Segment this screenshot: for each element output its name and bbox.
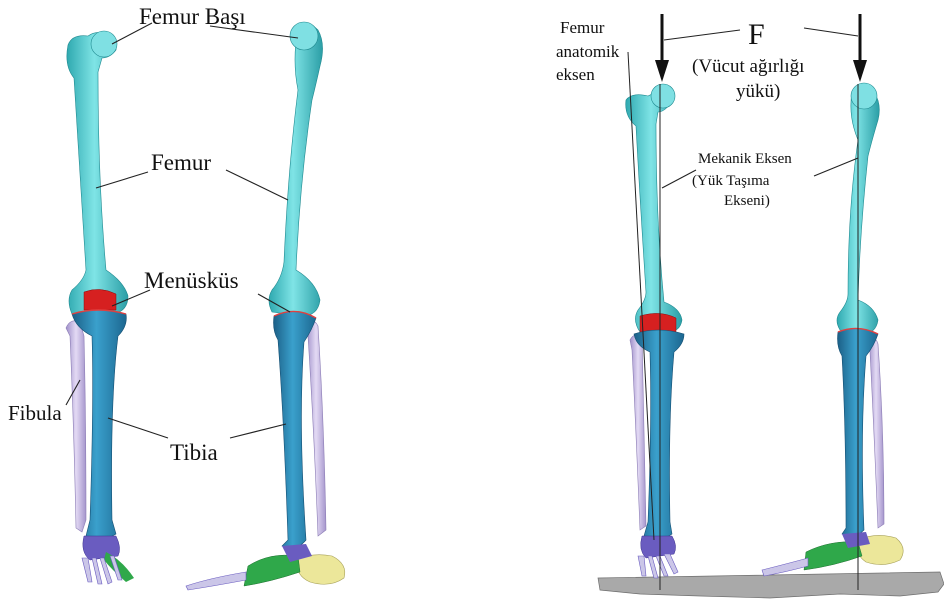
label-femur: Femur bbox=[151, 150, 211, 175]
fibula-bone bbox=[66, 321, 86, 532]
leader-tibia-2 bbox=[230, 424, 286, 438]
label-tibia: Tibia bbox=[170, 440, 218, 465]
label-anatomic-axis-2: anatomik bbox=[556, 42, 620, 61]
label-meniscus: Menüsküs bbox=[144, 268, 239, 293]
left-front-leg bbox=[66, 31, 134, 584]
femur-bone bbox=[67, 32, 128, 314]
meniscus-shape bbox=[84, 289, 116, 310]
right-front-leg bbox=[626, 84, 684, 578]
force-arrow-side bbox=[853, 14, 867, 82]
femur-bone bbox=[269, 24, 323, 316]
femur-head bbox=[651, 84, 675, 108]
leader-force-2 bbox=[804, 28, 858, 36]
heel-bone bbox=[296, 555, 345, 585]
leader-mechanical-2 bbox=[814, 158, 858, 176]
femur-head bbox=[851, 83, 877, 109]
label-force-note-2: yükü) bbox=[736, 81, 780, 102]
leader-femur-1 bbox=[96, 172, 148, 188]
leader-force-1 bbox=[664, 30, 740, 40]
label-force-note-1: (Vücut ağırlığı bbox=[692, 56, 804, 77]
label-mechanical-axis-1: Mekanik Eksen bbox=[698, 151, 792, 167]
label-fibula: Fibula bbox=[8, 401, 62, 425]
foot-toes bbox=[186, 572, 246, 590]
label-mechanical-axis-2: (Yük Taşıma bbox=[692, 173, 770, 189]
force-arrow-front bbox=[655, 14, 669, 82]
foot-toes bbox=[762, 558, 808, 576]
fibula-bone bbox=[306, 321, 326, 536]
left-side-leg bbox=[186, 22, 345, 590]
fibula-bone bbox=[630, 335, 646, 530]
label-femur-head: Femur Başı bbox=[139, 4, 246, 29]
right-panel: Femur anatomik eksen F (Vücut ağırlığı y… bbox=[556, 14, 944, 598]
label-anatomic-axis-3: eksen bbox=[556, 65, 595, 84]
left-panel: Femur Başı Femur Menüsküs Fibula Tibia bbox=[8, 4, 345, 590]
femur-bone bbox=[626, 90, 682, 332]
leader-mechanical-1 bbox=[662, 170, 696, 188]
leader-tibia-1 bbox=[108, 418, 168, 438]
label-mechanical-axis-3: Ekseni) bbox=[724, 193, 770, 209]
femur-head bbox=[290, 22, 318, 50]
leader-femur-2 bbox=[226, 170, 288, 200]
ground-plate bbox=[598, 572, 944, 598]
fibula-bone bbox=[868, 339, 884, 528]
label-force: F bbox=[748, 18, 765, 51]
label-anatomic-axis-1: Femur bbox=[560, 18, 605, 37]
meniscus-shape bbox=[640, 313, 676, 332]
foot-toes bbox=[638, 554, 678, 578]
